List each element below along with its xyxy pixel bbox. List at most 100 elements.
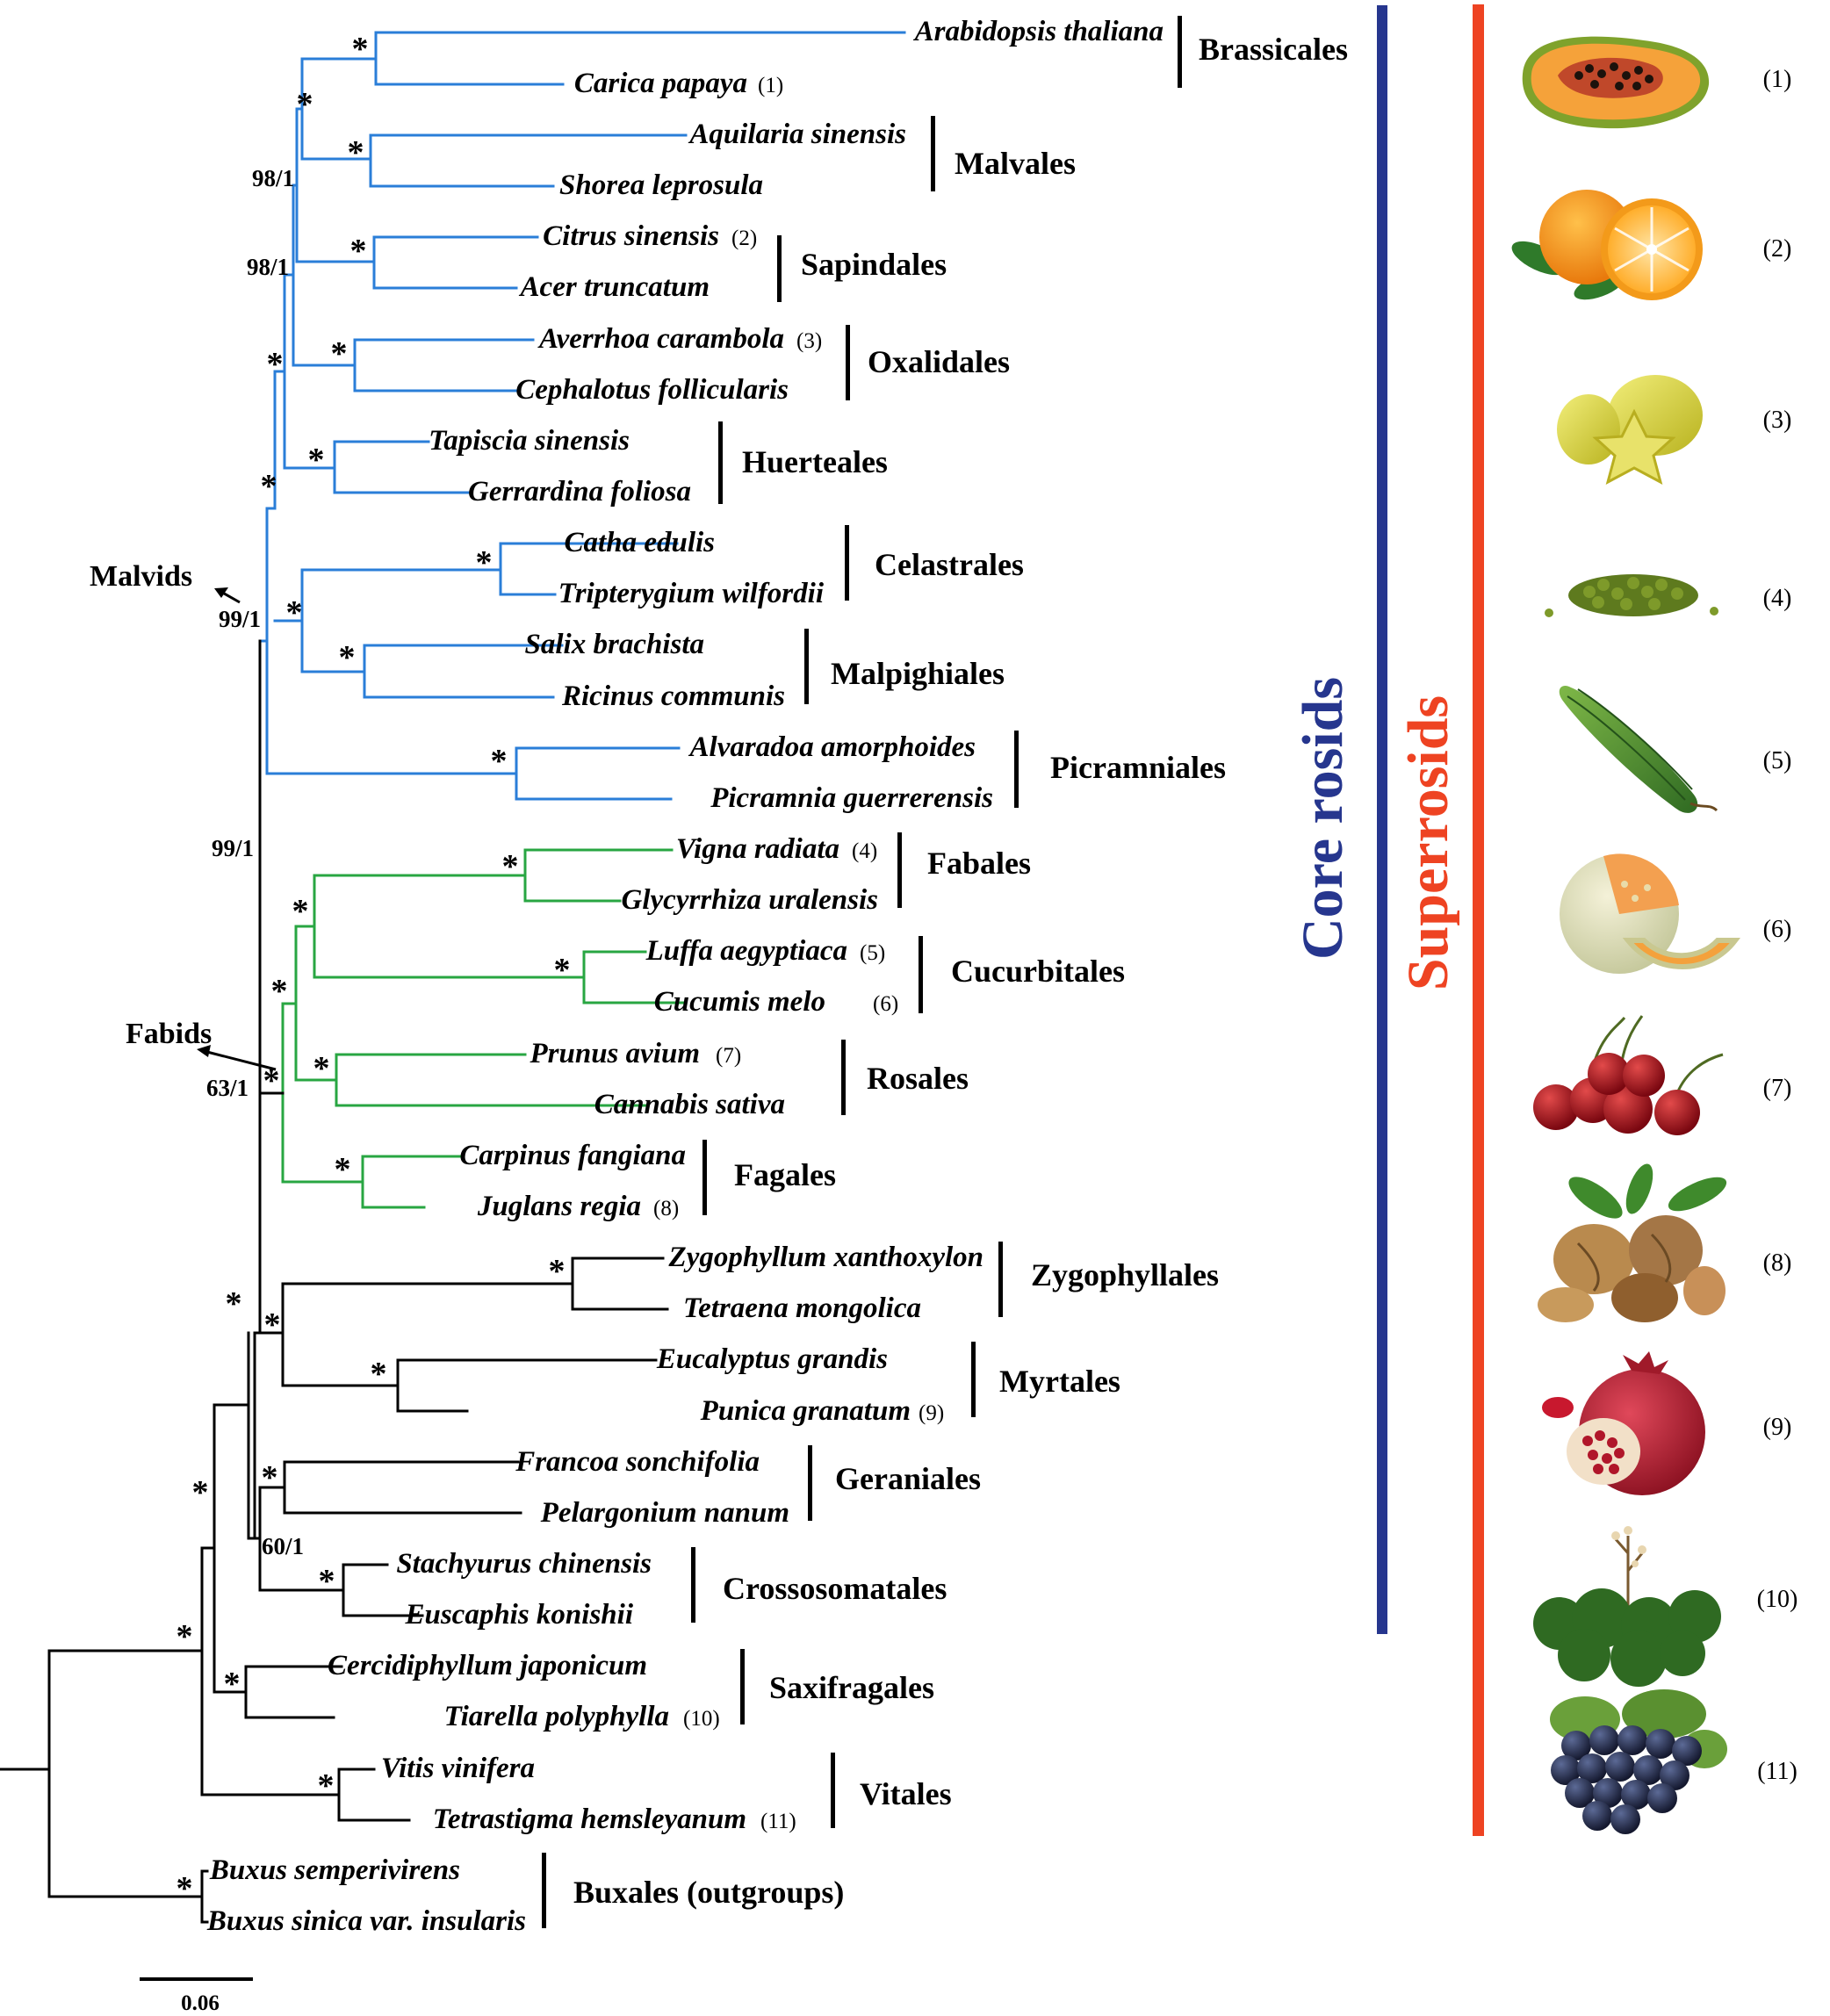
support-asterisk: * [348,134,364,171]
taxon-label: Cephalotus follicularis [515,374,789,406]
picture-label: (9) [1763,1414,1792,1441]
footnote-number: (3) [796,329,822,353]
order-bracket [845,525,849,601]
order-bracket [971,1342,976,1417]
taxon-label: Ricinus communis [561,680,785,712]
order-label: Malpighiales [831,656,1005,691]
order-labels: Brassicales Malvales Sapindales Oxalidal… [542,16,1348,1928]
picture-label: (10) [1757,1586,1798,1613]
order-bracket [718,421,723,504]
picture-label: (2) [1763,235,1792,263]
order-label: Oxalidales [868,344,1010,379]
taxon-labels: Arabidopsis thaliana Carica papaya Aquil… [206,16,1164,1937]
taxon-label: Acer truncatum [519,271,710,303]
footnote-number: (9) [919,1401,944,1425]
support-asterisk: * [371,1356,387,1393]
taxon-label: Tripterygium wilfordii [558,578,825,609]
scale-bar: 0.06 [140,1977,253,2015]
arrowhead-icon [197,1045,211,1057]
footnote-number: (11) [760,1810,796,1833]
order-label: Brassicales [1199,32,1348,67]
order-bracket [1014,731,1019,808]
footnote-number: (4) [852,839,877,863]
footnote-number: (7) [716,1044,741,1068]
taxon-label: Vitis vinifera [381,1753,535,1784]
melon-icon [1560,853,1741,974]
order-label: Fagales [734,1157,836,1192]
order-label: Buxales (outgroups) [573,1875,844,1910]
support-asterisk: * [292,893,309,930]
taxon-label: Tiarella polyphylla [444,1701,669,1732]
order-label: Vitales [860,1776,952,1811]
taxon-label: Euscaphis konishii [404,1599,633,1631]
order-bracket [1178,16,1182,88]
order-bracket [998,1242,1003,1317]
order-label: Sapindales [801,247,947,282]
arrowhead-icon [214,587,228,598]
picture-label: (8) [1763,1249,1792,1277]
taxon-label: Zygophyllum xanthoxylon [668,1242,983,1273]
footnote-number: (5) [860,941,885,965]
support-asterisk: * [502,848,519,885]
walnut-icon [1538,1163,1727,1322]
order-bracket [931,116,935,191]
taxon-label: Arabidopsis thaliana [913,16,1164,47]
picture-label: (7) [1763,1075,1792,1102]
support-asterisk: * [224,1666,241,1703]
taxon-label: Cucumis melo [654,986,825,1018]
support-asterisk: * [549,1253,566,1290]
taxon-label: Averrhoa carambola [537,323,784,355]
taxon-label: Juglans regia [477,1191,641,1222]
fruit-pictures [1511,36,1741,1834]
order-bracket [691,1547,695,1623]
clade-arrow [203,1049,277,1071]
support-value: 98/1 [247,254,289,280]
orange-icon [1511,190,1703,300]
taxon-label: Pelargonium nanum [540,1497,789,1529]
support-asterisk: * [318,1768,335,1804]
taxon-label: Salix brachista [525,629,704,660]
support-asterisk: * [226,1285,242,1322]
support-asterisk: * [263,1062,280,1099]
order-bracket [808,1445,812,1521]
support-asterisk: * [297,86,313,123]
core-rosids-bar [1377,5,1387,1634]
taxon-label: Buxus semperivirens [209,1854,460,1886]
support-asterisk: * [267,346,284,383]
support-asterisk: * [350,233,367,270]
taxon-label: Tetraena mongolica [683,1292,921,1324]
taxon-label: Catha edulis [565,527,715,558]
group-bars: Core rosids Superrosids [1291,4,1484,1836]
support-asterisk: * [319,1563,335,1600]
support-value: 99/1 [219,606,261,632]
mung-bean-icon [1545,574,1718,617]
order-label: Malvales [955,146,1076,181]
core-rosids-label: Core rosids [1291,677,1355,960]
support-asterisk: * [177,1870,193,1907]
taxon-label: Gerrardina foliosa [468,476,691,508]
taxon-label: Vigna radiata [676,833,839,865]
picture-label: (4) [1763,585,1792,612]
order-label: Fabales [927,846,1031,881]
support-values: * * * 98/1 98/1 * * * * * * * * 99/1 * 9… [177,31,571,1907]
order-bracket [740,1649,745,1724]
papaya-icon [1522,36,1710,129]
starfruit-icon [1557,375,1703,485]
footnote-number: (1) [758,74,783,97]
luffa-icon [1559,685,1718,813]
picture-label: (3) [1763,407,1792,434]
picture-labels: (1) (2) (3) (4) (5) (6) (7) (8) (9) (10)… [1757,66,1798,1785]
order-label: Saxifragales [769,1670,934,1705]
support-asterisk: * [286,594,303,631]
order-label: Crossosomatales [723,1571,947,1606]
support-value: 98/1 [252,165,294,191]
support-asterisk: * [335,1151,351,1188]
order-label: Geraniales [835,1461,981,1496]
support-asterisk: * [476,544,493,581]
taxon-label: Eucalyptus grandis [656,1343,888,1375]
order-bracket [846,325,850,400]
order-bracket [542,1853,546,1928]
order-label: Picramniales [1050,750,1226,785]
clade-label-fabids: Fabids [126,1018,212,1050]
